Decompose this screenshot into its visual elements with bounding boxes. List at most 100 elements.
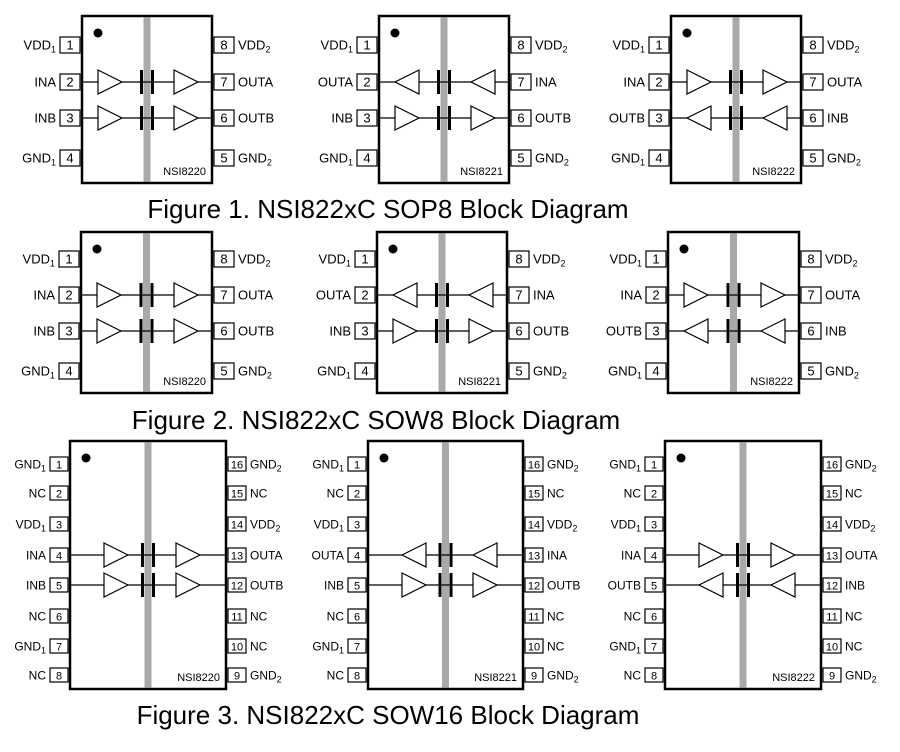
pin-number: 3: [56, 520, 62, 532]
pin-number: 11: [826, 612, 837, 624]
buffer-triangle: [97, 69, 124, 95]
pin-label-left-text: NC: [624, 487, 642, 501]
pin-number: 4: [65, 364, 72, 379]
pin-number: 8: [515, 252, 522, 267]
pin-label-left-subscript: 1: [348, 158, 353, 168]
pin-number: 10: [231, 642, 243, 654]
buffer-triangle: [686, 69, 713, 95]
pin-number: 5: [220, 364, 227, 379]
pin-label-right-text: INB: [825, 324, 847, 339]
pin-number: 16: [528, 460, 540, 472]
pin-label-right: GND2: [238, 364, 272, 381]
coupling-plate: [448, 70, 451, 94]
buffer-triangle: [470, 105, 497, 131]
pin-label-right-text: OUTA: [825, 288, 860, 303]
pin-label-right: NC: [845, 487, 863, 501]
pin-box-left: [347, 577, 367, 593]
coupling-plate: [435, 319, 438, 343]
pin-label-right: OUTA: [827, 75, 862, 90]
pin-label-left-subscript: 1: [339, 646, 344, 656]
pin-label-left: NC: [327, 610, 345, 624]
buffer-triangle: [392, 318, 419, 344]
buffer-triangle: [400, 542, 427, 568]
pin-label-right-subscript: 2: [854, 45, 859, 55]
pin-number: 7: [220, 75, 227, 90]
pin-label-left: VDD1: [23, 252, 55, 269]
pin-number: 8: [651, 671, 657, 683]
pin-number: 3: [361, 324, 368, 339]
pin-box-right: [508, 250, 530, 268]
pin-number: 6: [515, 324, 522, 339]
pin-label-right-text: VDD: [238, 38, 265, 53]
pin-number: 15: [826, 489, 838, 501]
pin-box-left: [347, 485, 367, 501]
pin-box-right: [510, 36, 532, 54]
coupling-plate: [139, 319, 143, 343]
pin-label-right: NC: [547, 640, 565, 654]
pin-number: 8: [220, 252, 227, 267]
isolation-barrier: [143, 233, 150, 392]
pin-box-right: [524, 638, 544, 654]
pin-box-left: [644, 638, 664, 654]
pin-box-left: [59, 109, 81, 127]
pin-label-right-text: GND: [827, 151, 856, 166]
pin-label-right: OUTB: [535, 111, 571, 126]
pin1-dot: [93, 28, 103, 38]
pin-number: 4: [652, 364, 659, 379]
buffer-triangle: [393, 69, 420, 95]
pin-number: 9: [829, 671, 835, 683]
pin-label-right: INB: [845, 579, 865, 593]
pin-label-left-text: OUTB: [608, 579, 641, 593]
pin-label-right-text: VDD: [547, 518, 573, 532]
pin-label-left-text: INB: [329, 324, 351, 339]
pin-box-right: [227, 516, 247, 532]
pin-label-left: INA: [33, 288, 55, 303]
pin-label-left: INA: [34, 75, 56, 90]
pin-box-right: [802, 36, 824, 54]
pin-number: 4: [361, 364, 368, 379]
pin-label-left-subscript: 1: [636, 464, 641, 474]
buffer-triangle: [173, 105, 200, 131]
pin-label-left-text: VDD: [319, 252, 346, 267]
pin-label-right: GND2: [825, 364, 859, 381]
pin-label-left-text: NC: [29, 669, 47, 683]
channel-a: [368, 542, 523, 568]
coupling-plate: [747, 543, 750, 567]
pin-label-right-text: GND: [535, 151, 564, 166]
pin-label-left: INB: [324, 579, 344, 593]
pin-label-left: VDD1: [321, 38, 353, 55]
coupling-plate: [449, 543, 453, 567]
pin-number: 4: [56, 551, 62, 563]
coupling-plate: [435, 283, 438, 307]
pin-label-right: NC: [845, 640, 863, 654]
pin-box-left: [354, 362, 376, 380]
pin-box-left: [347, 638, 367, 654]
pin-box-right: [510, 73, 532, 91]
pin-label-right-text: OUTB: [535, 111, 571, 126]
pin-box-left: [644, 667, 664, 683]
buffer-triangle: [173, 69, 200, 95]
pin-label-left-text: GND: [14, 640, 41, 654]
pin-box-right: [822, 456, 842, 472]
coupling-plate: [737, 283, 741, 307]
pin-label-left-subscript: 1: [348, 45, 353, 55]
pin-box-left: [644, 547, 664, 563]
channel-a: [671, 69, 801, 95]
pin-label-right-subscript: 2: [562, 371, 567, 381]
pin-label-left: OUTA: [312, 549, 344, 563]
pin-number: 12: [826, 581, 838, 593]
pin-box-right: [800, 250, 822, 268]
pin-box-right: [213, 149, 235, 167]
pin-label-right-text: OUTB: [238, 324, 274, 339]
pin-label-left-subscript: 1: [637, 371, 642, 381]
pin-label-right-text: NC: [250, 610, 268, 624]
pin-label-left-subscript: 1: [636, 524, 641, 534]
pin-label-right: OUTB: [547, 579, 580, 593]
pin-label-right: VDD2: [845, 518, 875, 534]
isolation-barrier: [739, 442, 747, 688]
pin-number: 6: [220, 324, 227, 339]
pin-number: 5: [354, 581, 360, 593]
pin-label-right: NC: [250, 487, 268, 501]
pin-label-right-text: GND: [250, 458, 277, 472]
